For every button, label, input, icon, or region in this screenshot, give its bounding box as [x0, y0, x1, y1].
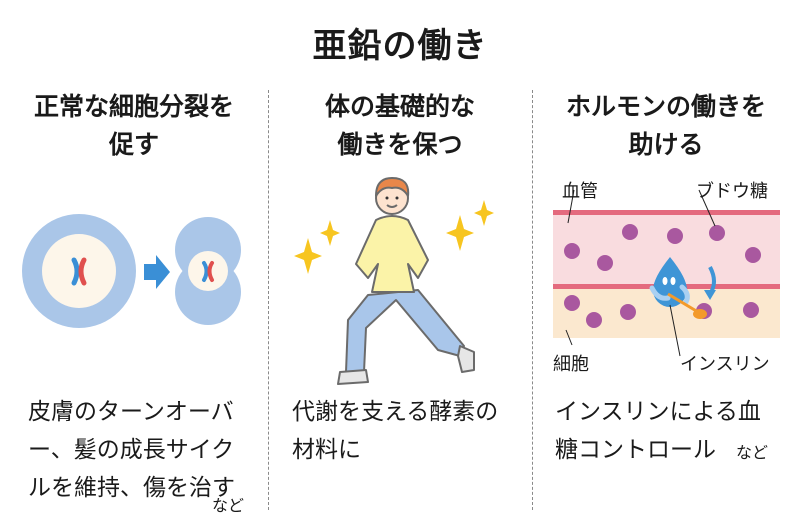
etc-label: など: [212, 496, 245, 515]
arrow-right-icon: [144, 255, 170, 289]
column-description: 皮膚のターンオーバ ー、髪の成長サイク ルを維持、傷を治す: [28, 399, 235, 501]
vessel-wall-top: [553, 210, 780, 215]
glucose-label: ブドウ糖: [696, 181, 768, 202]
cell-division-illustration: [22, 214, 241, 328]
cell-label: 細胞: [553, 354, 589, 375]
parent-cell-icon: [22, 214, 136, 328]
person-stretching-illustration: [294, 177, 494, 385]
insulin-icon: [649, 257, 716, 319]
insulin-label: インスリン: [680, 354, 770, 375]
label-leader-lines: [565, 189, 716, 357]
column-heading: ホルモンの働きを 助ける: [565, 92, 766, 159]
glucose-icon: [564, 224, 761, 328]
column-heading: 正常な細胞分裂を 促す: [33, 92, 234, 159]
column-description: 代謝を支える酵素の 材料に: [292, 399, 499, 463]
column-description: インスリンによる血 糖コントロール: [555, 399, 761, 463]
column-heading: 体の基礎的な 働きを保つ: [324, 92, 475, 159]
page-title: 亜鉛の働き: [312, 26, 488, 66]
dividing-cell-icon: [175, 217, 241, 325]
person-icon: [337, 177, 475, 385]
insulin-blood-vessel-illustration: [553, 189, 780, 357]
blood-vessel-label: 血管: [562, 181, 598, 202]
etc-label: など: [736, 443, 769, 462]
sparkle-icon: [294, 200, 494, 274]
column-divider-2: [532, 90, 533, 510]
column-divider-1: [268, 90, 269, 510]
